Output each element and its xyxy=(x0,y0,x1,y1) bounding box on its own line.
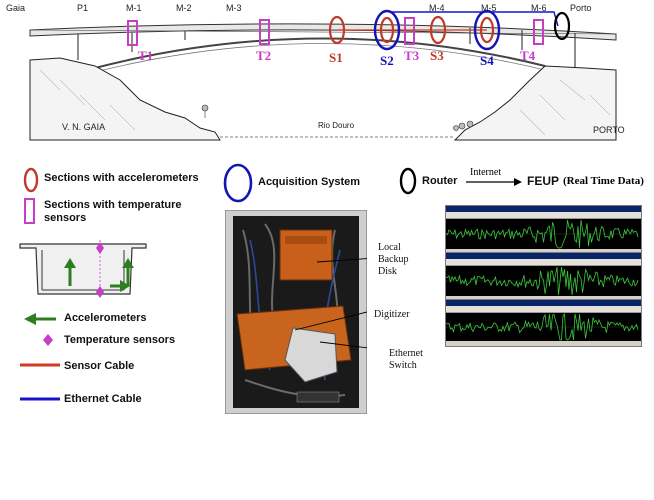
legend-router: Router xyxy=(422,175,458,187)
legend-temp-rect-icon xyxy=(24,198,35,224)
label-m4: M-4 xyxy=(429,3,445,13)
legend-feup: FEUP xyxy=(527,174,560,188)
label-vn-gaia: V. N. GAIA xyxy=(62,122,106,132)
signal-trace-3 xyxy=(445,313,639,341)
cross-section-accel-arrows xyxy=(64,258,134,292)
deck-cross-section xyxy=(19,240,147,298)
internet-arrow-icon xyxy=(466,178,522,186)
label-gaia: Gaia xyxy=(6,3,26,13)
legend-accelerometers: Accelerometers xyxy=(64,312,147,324)
photo-label-ethernet: Ethernet xyxy=(389,348,423,359)
label-porto-top: Porto xyxy=(570,3,592,13)
legend-sensor-cable: Sensor Cable xyxy=(64,360,135,372)
label-m5: M-5 xyxy=(481,3,497,13)
label-rio-douro: Rio Douro xyxy=(318,121,355,130)
cross-section-temp-bottom xyxy=(96,286,104,298)
realtime-data-screenshot xyxy=(445,205,642,347)
temp-section-t3 xyxy=(404,17,415,45)
bridge-columns xyxy=(77,28,576,70)
temp-section-t1 xyxy=(127,20,138,46)
legend-temperature-sensors: Temperature sensors xyxy=(64,334,176,346)
bridge-deck xyxy=(29,23,617,41)
legend-accelerometer-arrow-icon xyxy=(24,313,56,325)
photo-label-switch: Switch xyxy=(389,360,417,371)
bridge-arch xyxy=(94,37,546,69)
label-t1: T1 xyxy=(138,48,154,63)
label-t3: T3 xyxy=(404,48,420,63)
legend-sensor-cable-line xyxy=(20,363,60,367)
bridge-ethernet-cable xyxy=(392,11,559,27)
terrain-left xyxy=(29,57,221,141)
acq-system-s2 xyxy=(373,9,401,51)
legend-feup-sub: (Real Time Data) xyxy=(563,175,644,187)
label-m2: M-2 xyxy=(176,3,192,13)
legend-accelerometer-sections: Sections with accelerometers xyxy=(44,172,199,184)
label-m6: M-6 xyxy=(531,3,547,13)
acq-system-s4 xyxy=(473,9,501,51)
temp-section-t2 xyxy=(259,19,270,45)
legend-temperature-sections-line1: Sections with temperature xyxy=(44,199,182,211)
photo-label-backup: Backup xyxy=(378,254,409,265)
signal-trace-1 xyxy=(445,219,639,249)
cross-section-temp-top xyxy=(96,242,104,254)
acquisition-cabinet-photo xyxy=(225,210,367,414)
legend-acquisition-system: Acquisition System xyxy=(258,176,361,188)
photo-ethernet-switch xyxy=(284,327,338,383)
label-porto-bottom: PORTO xyxy=(593,125,625,135)
label-m3: M-3 xyxy=(226,3,242,13)
label-t4: T4 xyxy=(520,48,536,63)
label-s2: S2 xyxy=(380,53,394,68)
label-m1: M-1 xyxy=(126,3,142,13)
temp-section-t4 xyxy=(533,19,544,45)
photo-label-local: Local xyxy=(378,242,401,253)
legend-ethernet-cable-line xyxy=(20,397,60,401)
terrain-right xyxy=(453,65,617,141)
label-p1: P1 xyxy=(77,3,89,13)
legend-router-ellipse-icon xyxy=(399,167,417,195)
legend-ethernet-cable: Ethernet Cable xyxy=(64,393,142,405)
signal-window-3 xyxy=(445,299,642,347)
legend-temperature-diamond-icon xyxy=(43,334,53,346)
signal-window-2 xyxy=(445,252,642,302)
label-s3: S3 xyxy=(430,48,444,63)
legend-accel-ellipse-icon xyxy=(23,167,39,193)
signal-trace-2 xyxy=(445,266,639,296)
legend-temperature-sections-line2: sensors xyxy=(44,212,87,224)
label-s1: S1 xyxy=(329,50,343,65)
bridge-router xyxy=(553,11,571,41)
signal-window-1 xyxy=(445,205,642,255)
label-s4: S4 xyxy=(480,53,494,68)
legend-acquisition-ellipse-icon xyxy=(223,163,253,203)
bridge-elevation xyxy=(29,9,617,141)
photo-label-digitizer: Digitizer xyxy=(374,309,410,320)
legend-internet: Internet xyxy=(470,167,502,178)
label-t2: T2 xyxy=(256,48,272,63)
photo-label-disk: Disk xyxy=(378,266,397,277)
